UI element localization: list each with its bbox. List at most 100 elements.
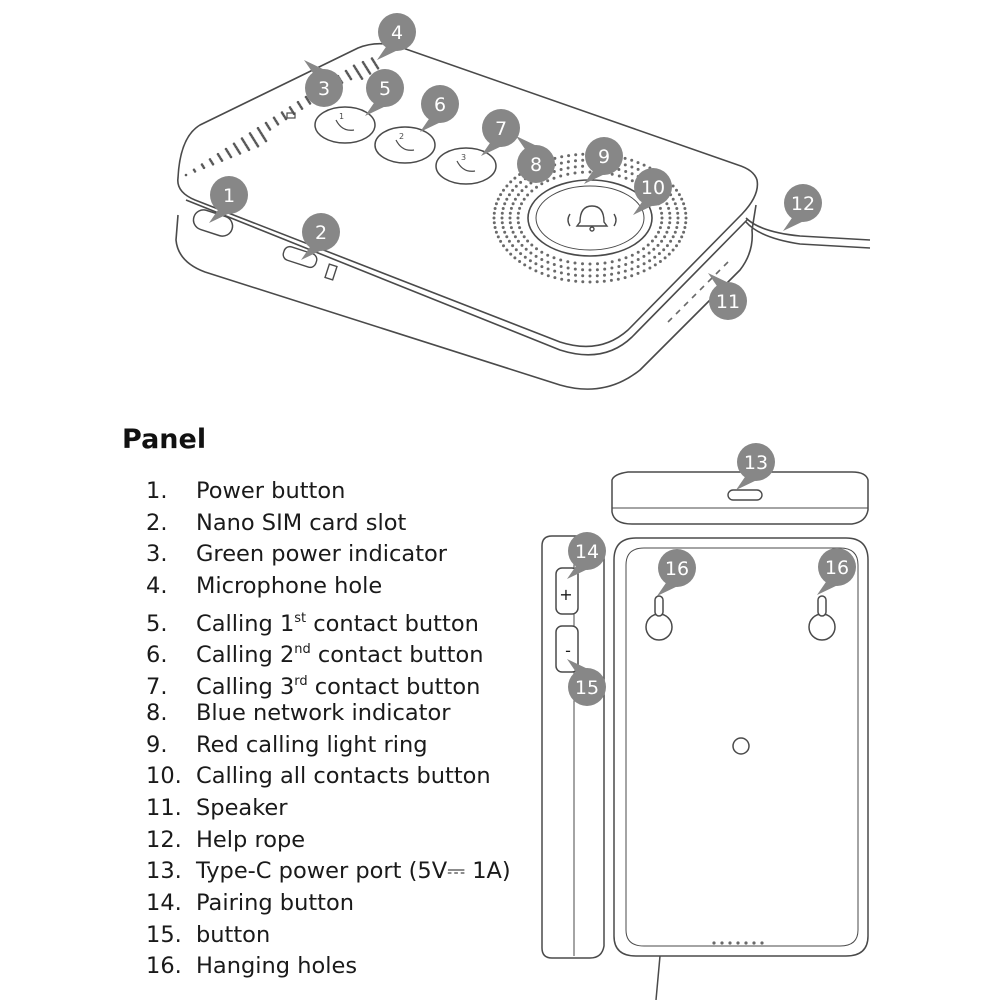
device-back-view (613, 537, 869, 1000)
contact-button-1[interactable]: 1 (314, 106, 376, 144)
minus-label: - (565, 641, 571, 660)
part-item: 1.Power button (146, 476, 511, 508)
part-label: Help rope (196, 826, 306, 853)
callout-number: 16 (825, 557, 849, 579)
part-label: Green power indicator (196, 541, 448, 568)
plus-label: + (559, 585, 572, 604)
side-speaker-slots (667, 261, 729, 323)
svg-text:1: 1 (339, 112, 344, 121)
part-item: 13.Type-C power port (5V⎓ 1A) (146, 856, 511, 888)
callout-badge-1: 1 (209, 176, 248, 223)
part-item: 9. Red calling light ring (146, 730, 511, 762)
part-item: 16.Hanging holes (146, 951, 511, 983)
callout-badge-14: 14 (567, 532, 606, 579)
callout-number: 9 (598, 146, 610, 168)
callout-number: 11 (716, 291, 740, 313)
part-number: 11. (146, 794, 182, 821)
part-label-superscript: st (294, 610, 307, 626)
callout-badge-13: 13 (736, 443, 775, 490)
device-side-view: + - (541, 535, 605, 959)
contact-button-2[interactable]: 2 (374, 126, 436, 164)
svg-text:3: 3 (461, 153, 466, 162)
part-item: 4. Microphone hole (146, 571, 511, 603)
callout-badge-5: 5 (365, 69, 404, 116)
callout-badge-16: 16 (817, 548, 856, 595)
part-label: Hanging holes (196, 953, 358, 980)
device-top-edge-view (611, 471, 869, 525)
part-item: 5. Calling 1st contact button (146, 603, 511, 637)
type-c-port[interactable] (727, 489, 763, 501)
part-item: 15. button (146, 920, 511, 952)
callout-badge-11: 11 (708, 273, 747, 320)
callout-number: 13 (744, 452, 768, 474)
part-item: 14.Pairing button (146, 888, 511, 920)
device-top-view (175, 42, 759, 390)
callout-number: 1 (223, 185, 235, 207)
part-number: 12. (146, 826, 182, 853)
part-label-superscript: nd (294, 642, 311, 658)
callout-badge-10: 10 (633, 168, 672, 215)
callout-badge-7: 7 (481, 109, 520, 156)
part-number: 5. (146, 610, 168, 637)
part-item: 10. Calling all contacts button (146, 761, 511, 793)
part-label: button (196, 921, 271, 948)
part-number: 3. (146, 541, 168, 568)
contact-button-3[interactable]: 3 (435, 147, 497, 185)
callout-badge-8: 8 (516, 136, 555, 183)
callout-badge-4: 4 (377, 13, 416, 60)
back-center-hole (732, 737, 750, 755)
part-label: Blue network indicator (196, 699, 451, 726)
sim-card-slot[interactable] (282, 245, 338, 281)
hanging-hole-left (645, 595, 673, 641)
callout-badge-2: 2 (301, 213, 340, 260)
part-label-suffix: contact button (307, 674, 481, 701)
part-label-suffix: contact button (310, 642, 484, 669)
part-number: 8. (146, 699, 168, 726)
callout-badge-16: 16 (657, 549, 696, 596)
part-label: Calling all contacts button (196, 763, 491, 790)
part-item: 3. Green power indicator (146, 539, 511, 571)
part-number: 10. (146, 763, 182, 790)
callout-badge-9: 9 (584, 137, 623, 184)
minus-button[interactable] (555, 625, 579, 673)
part-number: 9. (146, 731, 168, 758)
hanging-hole-right (808, 595, 836, 641)
part-number: 14. (146, 889, 182, 916)
callout-number: 8 (530, 154, 542, 176)
part-label: Calling 1 (196, 610, 295, 637)
part-number: 15. (146, 921, 182, 948)
callout-number: 7 (495, 118, 507, 140)
bell-icon (567, 205, 617, 232)
back-rope (655, 955, 661, 1000)
call-all-button[interactable] (527, 179, 653, 257)
svg-text:2: 2 (399, 132, 404, 141)
part-label: Calling 2 (196, 642, 295, 669)
part-number: 2. (146, 509, 168, 536)
pairing-button[interactable] (555, 567, 579, 615)
part-item: 12. Help rope (146, 825, 511, 857)
part-number: 7. (146, 674, 168, 701)
callout-number: 12 (791, 193, 815, 215)
part-item: 7.Calling 3rd contact button (146, 666, 511, 701)
callout-number: 14 (575, 541, 599, 563)
part-label: Microphone hole (196, 573, 383, 600)
part-label: Calling 3 (196, 674, 295, 701)
back-speaker-dots (712, 941, 764, 945)
callout-number: 2 (315, 222, 327, 244)
callout-number: 5 (379, 78, 391, 100)
part-label: Nano SIM card slot (196, 509, 407, 536)
part-label-suffix: contact button (306, 610, 479, 637)
help-rope (745, 217, 871, 249)
part-number: 1. (146, 478, 168, 504)
part-item: 6. Calling 2nd contact button (146, 634, 511, 669)
part-label: Type-C power port (5V⎓ 1A) (196, 858, 511, 885)
green-power-indicator (286, 112, 296, 119)
part-number: 4. (146, 573, 168, 600)
callout-number: 15 (575, 677, 599, 699)
part-label: Red calling light ring (196, 731, 428, 758)
callout-badge-3: 3 (304, 60, 343, 107)
callout-badge-15: 15 (567, 659, 606, 706)
part-number: 6. (146, 642, 168, 669)
